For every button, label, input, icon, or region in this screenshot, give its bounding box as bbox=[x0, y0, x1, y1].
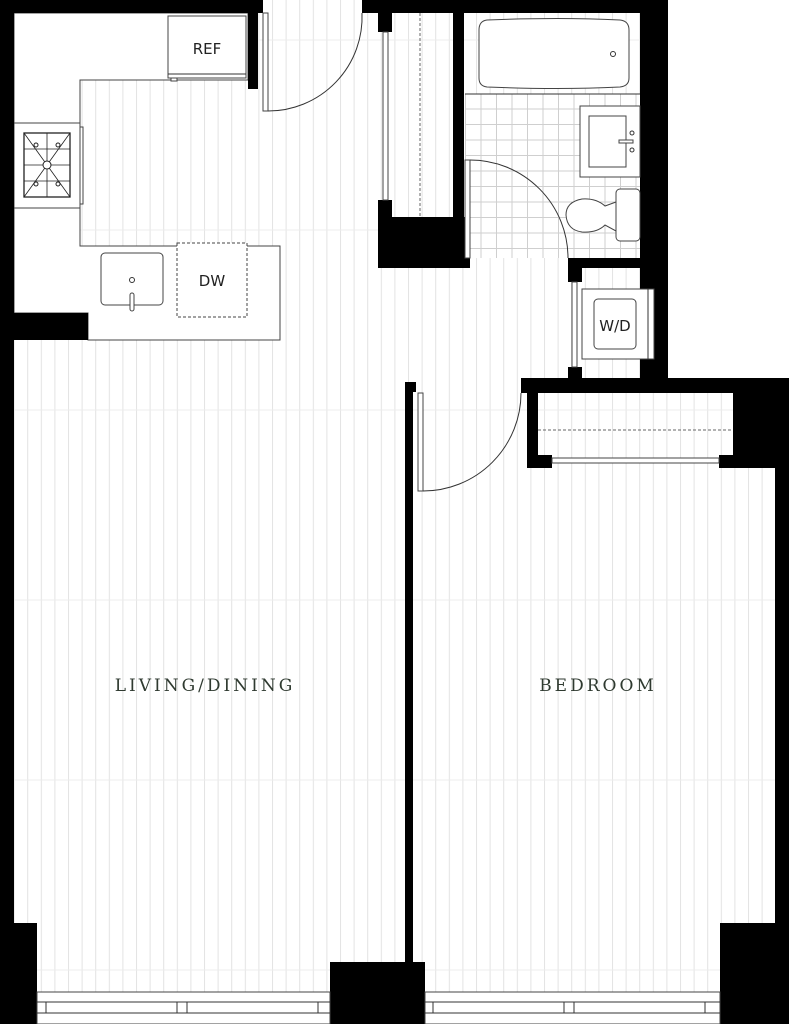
bathtub-icon bbox=[478, 18, 630, 89]
kitchen-sink-icon bbox=[100, 252, 164, 312]
outside-area bbox=[668, 0, 789, 378]
washer-dryer bbox=[593, 298, 637, 350]
living-window bbox=[36, 991, 331, 1024]
toilet-icon bbox=[565, 188, 641, 242]
kitchen: REF DW bbox=[13, 12, 281, 341]
entry-door bbox=[262, 12, 269, 112]
doors bbox=[262, 12, 733, 492]
laundry-door bbox=[571, 281, 578, 368]
dishwasher-label: DW bbox=[199, 272, 226, 290]
dishwasher bbox=[176, 242, 248, 318]
refrigerator bbox=[167, 15, 247, 79]
bathroom bbox=[465, 18, 641, 242]
bedroom-door bbox=[417, 392, 424, 492]
washer-dryer-label: W/D bbox=[599, 317, 630, 335]
bedroom-closet-door bbox=[551, 457, 720, 464]
windows bbox=[36, 991, 721, 1024]
living-dining-label: LIVING/DINING bbox=[115, 676, 296, 696]
bath-door bbox=[464, 159, 471, 259]
bedroom-label: BEDROOM bbox=[539, 676, 657, 696]
hall-closet-door bbox=[382, 31, 389, 201]
laundry: W/D bbox=[581, 288, 655, 360]
refrigerator-label: REF bbox=[193, 40, 222, 58]
bedroom-window bbox=[424, 991, 721, 1024]
cooktop-icon bbox=[13, 122, 84, 209]
